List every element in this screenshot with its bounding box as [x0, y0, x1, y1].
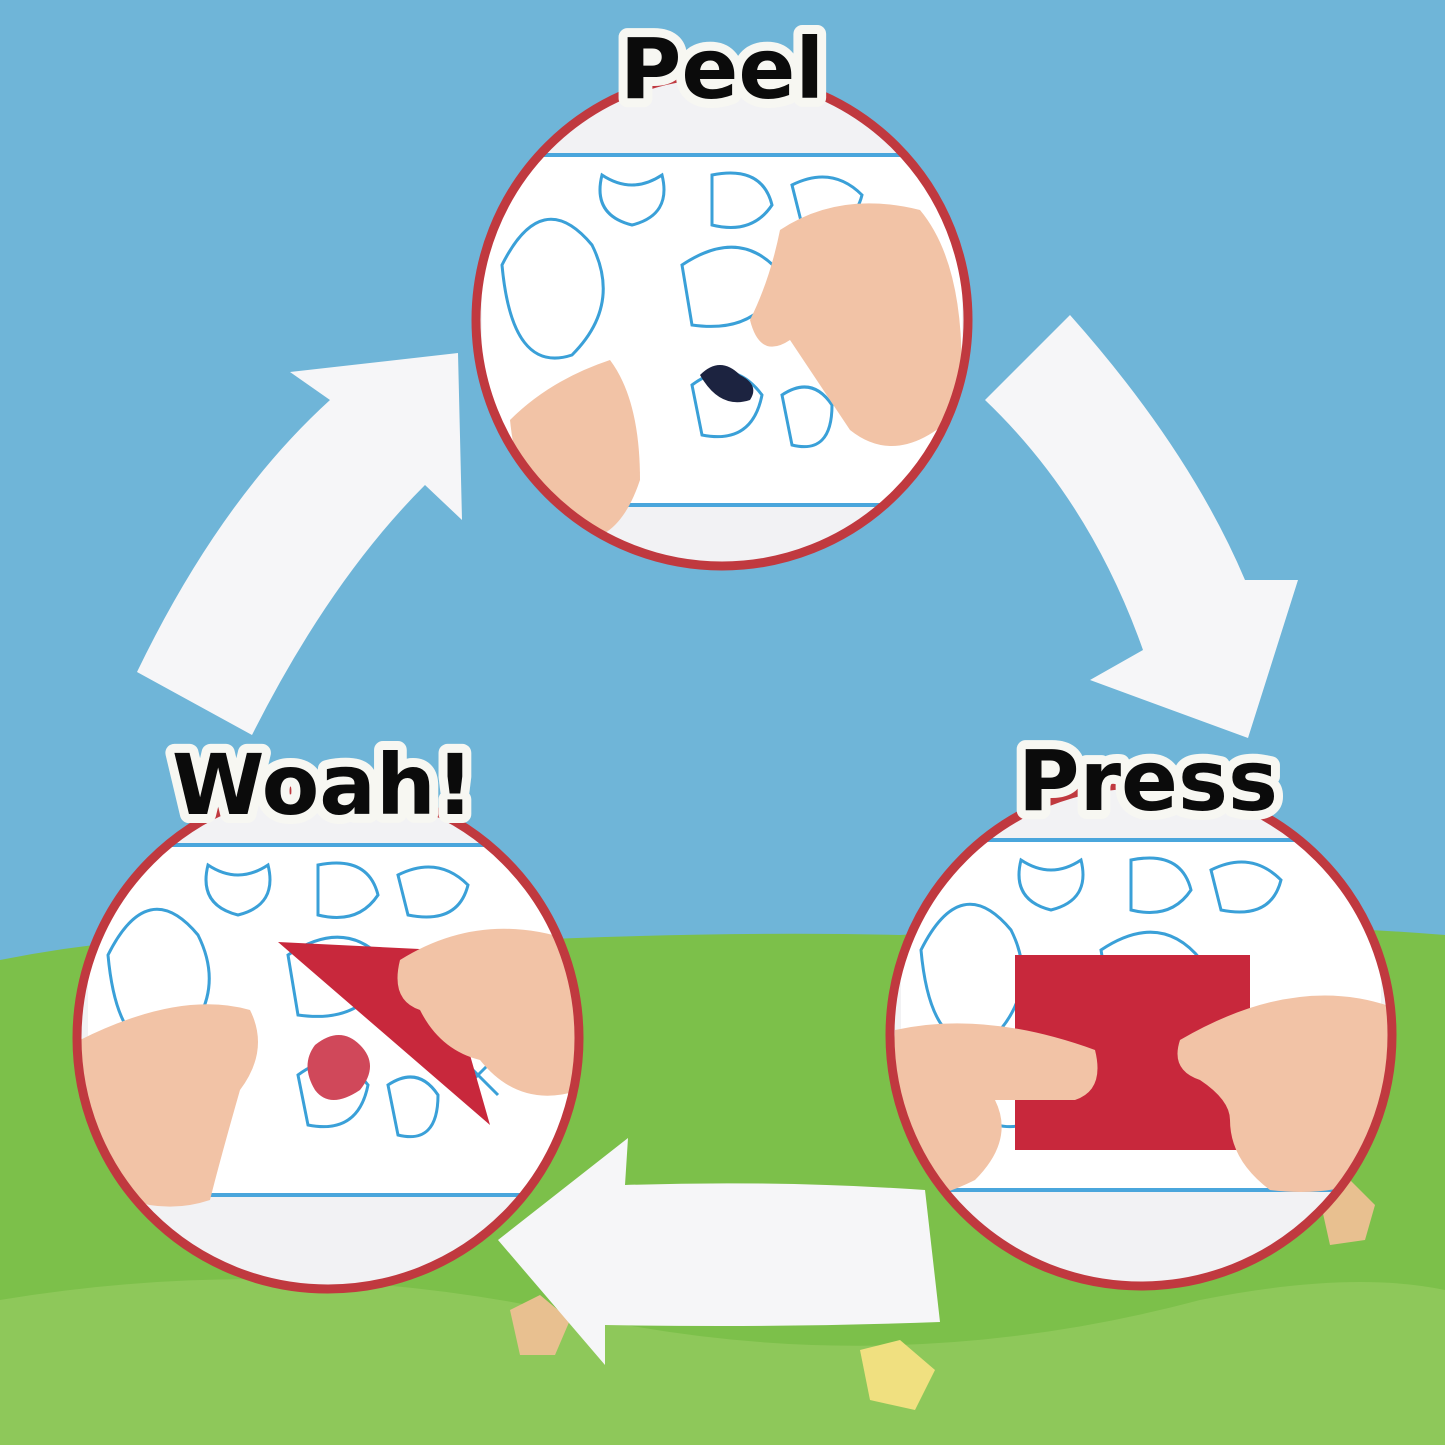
step-label-woah: Woah!: [172, 736, 474, 834]
flower-decoration: [860, 1340, 935, 1410]
step-label-peel: Peel: [620, 20, 824, 118]
step-press-image: [885, 779, 1397, 1291]
flower-decoration: [510, 1295, 570, 1355]
arrow-woah-to-peel: [137, 353, 462, 735]
step-woah-image: [72, 782, 584, 1294]
arrow-peel-to-press: [985, 315, 1298, 738]
grass-light: [0, 1279, 1445, 1445]
step-peel-image: [471, 69, 973, 571]
arrow-press-to-woah: [498, 1138, 940, 1365]
step-label-press: Press: [1018, 732, 1278, 830]
